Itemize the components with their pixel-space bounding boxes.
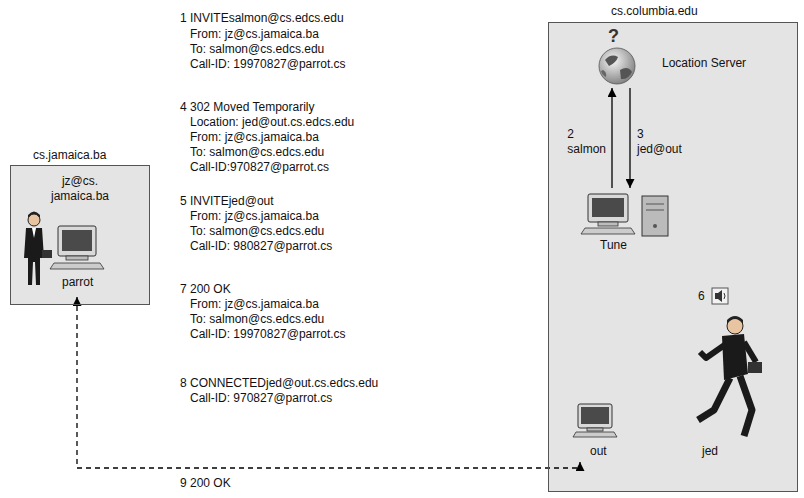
continent xyxy=(605,56,618,66)
stand xyxy=(598,222,618,226)
monitor xyxy=(588,194,628,222)
briefcase xyxy=(42,250,52,258)
leg xyxy=(698,378,730,420)
sip-message-line: From: jz@cs.jamaica.ba xyxy=(190,209,319,224)
sip-message-line: 8 CONNECTEDjed@out.cs.edcs.edu xyxy=(180,376,378,391)
sip-message-line: To: salmon@cs.edcs.edu xyxy=(190,145,324,160)
sip-message-line: 9 200 OK xyxy=(180,476,231,491)
sip-message-line: From: jz@cs.jamaica.ba xyxy=(190,130,319,145)
domain-heading: cs.jamaica.ba xyxy=(33,148,106,163)
edge-label: 3 jed@out xyxy=(637,127,682,157)
suit xyxy=(24,228,44,285)
sip-message-line: Call-ID: 19970827@parrot.cs xyxy=(190,327,346,342)
sound-wave xyxy=(724,293,725,299)
computer-icon xyxy=(581,194,635,234)
stand xyxy=(587,428,603,431)
user-address: jz@cs. jamaica.ba xyxy=(51,174,109,204)
domain-heading: cs.columbia.edu xyxy=(611,4,698,19)
user-name: jed xyxy=(702,444,718,459)
sip-message-line: From: jz@cs.jamaica.ba xyxy=(190,297,319,312)
domain-region: ?Location ServerTuneoutjedcs.columbia.ed… xyxy=(548,22,798,492)
signal-arrow xyxy=(629,88,630,188)
location-server: ? Location Server xyxy=(590,26,765,88)
sip-message-line: To: salmon@cs.edcs.edu xyxy=(190,312,324,327)
query-mark: ? xyxy=(608,25,619,47)
continent xyxy=(620,68,632,79)
sip-message-line: Call-ID: 980827@parrot.cs xyxy=(190,239,332,254)
leg xyxy=(740,376,752,436)
screen xyxy=(592,198,624,217)
screen xyxy=(581,407,609,424)
sip-message-line: Call-ID: 19970827@parrot.cs xyxy=(190,57,346,72)
briefcase xyxy=(748,362,762,373)
person-figure xyxy=(24,212,52,286)
computer-icon xyxy=(573,404,617,437)
globe-icon xyxy=(599,48,635,84)
sip-message-line: To: salmon@cs.edcs.edu xyxy=(190,42,324,57)
media-path xyxy=(77,297,580,468)
callee-person: jed xyxy=(680,310,764,462)
speaker-frame xyxy=(712,288,728,304)
sip-message-line: From: jz@cs.jamaica.ba xyxy=(190,27,319,42)
sip-message-line: 7 200 OK xyxy=(180,282,231,297)
sip-message-line: Call-ID:970827@parrot.cs xyxy=(190,160,329,175)
speaker-icon xyxy=(712,288,728,304)
tower xyxy=(642,196,668,236)
sip-message-line: Call-ID: 970827@parrot.cs xyxy=(190,391,332,406)
globe xyxy=(599,48,635,84)
caller-workstation: parrot xyxy=(18,205,118,297)
power-light xyxy=(653,224,657,228)
signal-arrow xyxy=(611,88,612,188)
speaker-cone xyxy=(715,290,722,302)
monitor xyxy=(58,226,96,256)
sip-message-line: 1 INVITEsalmon@cs.edcs.edu xyxy=(180,11,344,26)
screen xyxy=(62,230,92,251)
keyboard xyxy=(581,228,635,234)
running-person xyxy=(698,316,762,436)
host-name: parrot xyxy=(62,275,93,290)
edge-label: 2 salmon xyxy=(567,127,606,157)
sip-message-line: 5 INVITEjed@out xyxy=(180,194,274,209)
proxy-host: Tune xyxy=(580,188,680,256)
callout-number: 6 xyxy=(698,289,705,304)
hair xyxy=(727,316,743,324)
arm xyxy=(744,342,756,362)
continent xyxy=(601,70,606,77)
drive-slot xyxy=(646,210,664,211)
drive-slot xyxy=(646,204,664,205)
host-name: out xyxy=(590,444,607,459)
region-fill xyxy=(548,22,798,492)
monitor xyxy=(578,404,612,428)
server-name: Location Server xyxy=(662,56,746,71)
callee-workstation: out xyxy=(572,400,624,462)
keyboard xyxy=(50,263,104,269)
sip-message-line: 4 302 Moved Temporarily xyxy=(180,100,315,115)
sip-message-line: To: salmon@cs.edcs.edu xyxy=(190,224,324,239)
stand xyxy=(66,256,88,260)
computer-icon xyxy=(50,226,104,269)
host-name: Tune xyxy=(600,238,627,253)
server-tower xyxy=(642,196,668,236)
domain-region: parrotcs.jamaica.bajz@cs. jamaica.ba xyxy=(10,165,150,305)
hair xyxy=(28,212,40,219)
region-fill xyxy=(10,165,150,305)
shirt xyxy=(32,228,36,238)
sip-message-line: Location: jed@out.cs.edcs.edu xyxy=(190,115,354,130)
suit xyxy=(722,334,748,380)
keyboard xyxy=(573,432,617,437)
arm xyxy=(700,344,726,358)
